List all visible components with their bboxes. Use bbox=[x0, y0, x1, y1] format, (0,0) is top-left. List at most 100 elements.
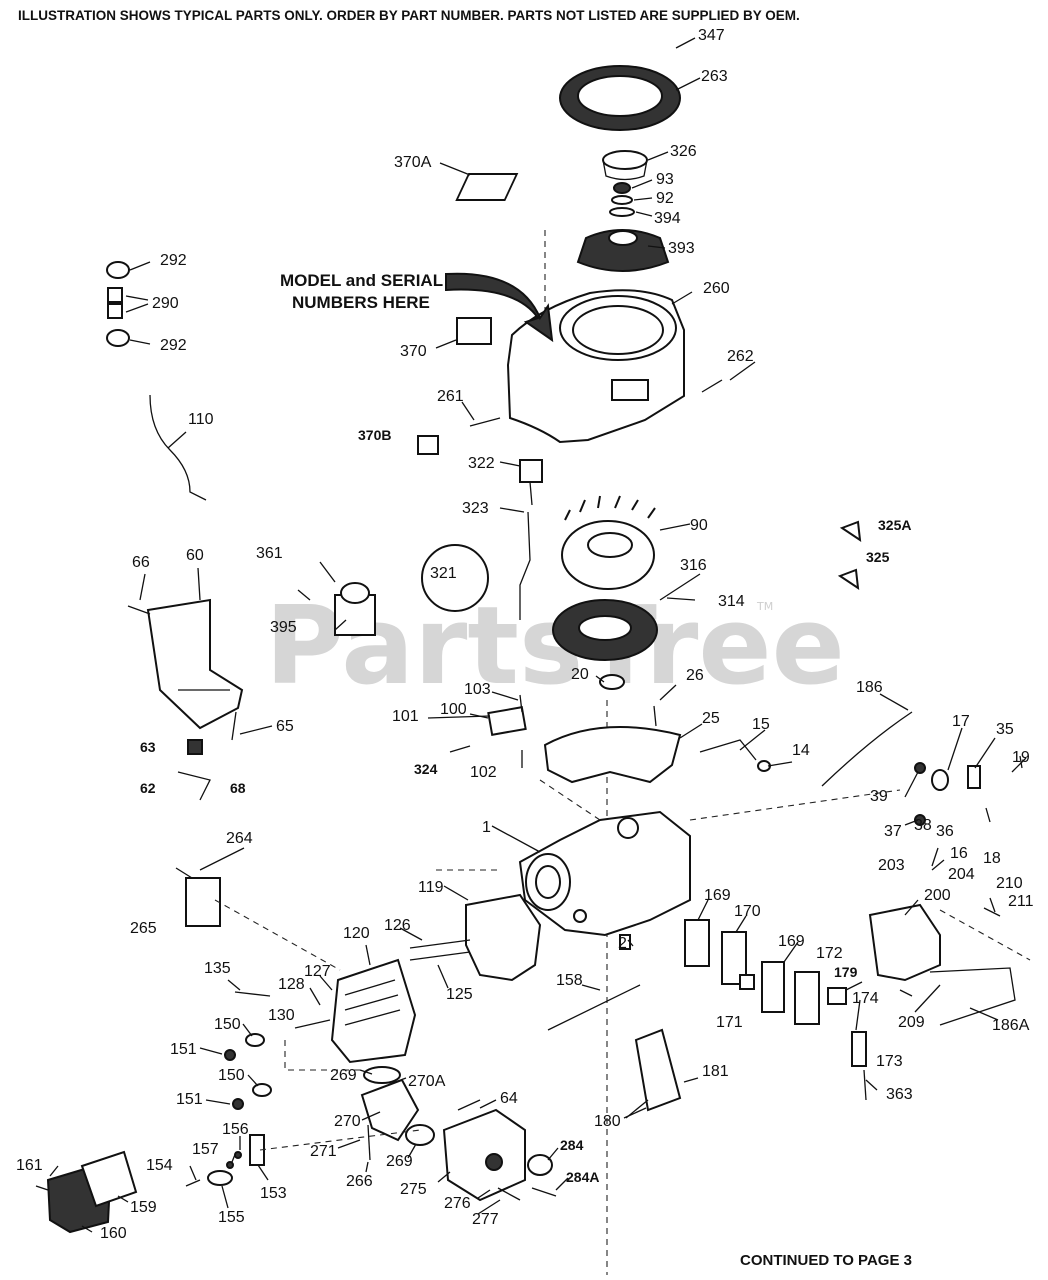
label-155: 155 bbox=[218, 1209, 245, 1226]
label-209: 209 bbox=[898, 1014, 925, 1031]
filter-159 bbox=[80, 1150, 138, 1208]
spring-62 bbox=[177, 771, 211, 801]
label-210: 210 bbox=[996, 875, 1023, 892]
label-275: 275 bbox=[400, 1181, 427, 1198]
wire-110 bbox=[149, 394, 207, 501]
blower-housing-260 bbox=[506, 289, 685, 444]
label-325A: 325A bbox=[878, 517, 911, 533]
label-90: 90 bbox=[690, 517, 708, 534]
label-277: 277 bbox=[472, 1211, 499, 1228]
assembly-line-c bbox=[689, 789, 901, 821]
cap-292-top bbox=[106, 261, 130, 279]
label-130: 130 bbox=[268, 1007, 295, 1024]
assembly-line-d bbox=[939, 909, 1031, 961]
screw-262 bbox=[701, 379, 723, 393]
label-128: 128 bbox=[278, 976, 305, 993]
label-180: 180 bbox=[594, 1113, 621, 1130]
part-180 bbox=[634, 1028, 682, 1112]
label-326: 326 bbox=[670, 143, 697, 160]
label-103: 103 bbox=[464, 681, 491, 698]
label-270: 270 bbox=[334, 1113, 361, 1130]
callout-line-2: NUMBERS HERE bbox=[292, 293, 430, 312]
label-135: 135 bbox=[204, 960, 231, 977]
screw-65 bbox=[231, 711, 237, 741]
label-203: 203 bbox=[878, 857, 905, 874]
connector-322 bbox=[519, 459, 543, 483]
gasket-119 bbox=[465, 893, 542, 982]
baffle-25 bbox=[543, 726, 682, 784]
spark-plug-135 bbox=[234, 991, 271, 997]
part-265 bbox=[185, 877, 221, 927]
label-14: 14 bbox=[792, 742, 810, 759]
label-154: 154 bbox=[146, 1157, 173, 1174]
gasket-269b bbox=[405, 1124, 435, 1146]
label-322: 322 bbox=[468, 455, 495, 472]
label-39: 39 bbox=[870, 788, 888, 805]
leader-lines bbox=[49, 37, 1023, 1233]
label-63: 63 bbox=[140, 739, 156, 755]
label-93: 93 bbox=[656, 171, 674, 188]
assembly-line-g bbox=[539, 779, 601, 821]
label-125: 125 bbox=[446, 986, 473, 1003]
part-150a bbox=[245, 1033, 265, 1047]
label-169-a: 169 bbox=[704, 887, 731, 904]
decal-370A bbox=[455, 173, 519, 201]
part-210 bbox=[983, 907, 1001, 917]
nut-93 bbox=[613, 182, 631, 194]
part-324 bbox=[449, 745, 471, 753]
label-265: 265 bbox=[130, 920, 157, 937]
label-174: 174 bbox=[852, 990, 879, 1007]
part-39 bbox=[914, 762, 926, 774]
assembly-line-e bbox=[259, 1129, 421, 1151]
pushrod-158 bbox=[547, 984, 641, 1031]
sleeve-290-a bbox=[107, 287, 123, 303]
screw-264 bbox=[175, 867, 193, 879]
cup-326 bbox=[602, 150, 648, 181]
label-120: 120 bbox=[343, 925, 370, 942]
stator-316 bbox=[552, 599, 658, 661]
label-102: 102 bbox=[470, 764, 497, 781]
screw-261 bbox=[469, 417, 501, 427]
screw-154 bbox=[185, 1179, 201, 1187]
label-325: 325 bbox=[866, 549, 890, 565]
label-157: 157 bbox=[192, 1141, 219, 1158]
screw-181 bbox=[683, 1077, 699, 1083]
label-179: 179 bbox=[834, 964, 858, 980]
label-316: 316 bbox=[680, 557, 707, 574]
coil-395 bbox=[334, 582, 376, 636]
part-17 bbox=[931, 769, 949, 791]
bracket-60 bbox=[146, 598, 244, 730]
label-119: 119 bbox=[418, 879, 444, 896]
link-186A bbox=[929, 967, 1016, 1026]
part-276-277 bbox=[497, 1187, 521, 1201]
engine-block-1 bbox=[518, 810, 691, 937]
screw-314 bbox=[666, 597, 696, 601]
label-171: 171 bbox=[716, 1014, 743, 1031]
label-394: 394 bbox=[654, 210, 681, 227]
label-26: 26 bbox=[686, 667, 704, 684]
label-35: 35 bbox=[996, 721, 1014, 738]
label-18: 18 bbox=[983, 850, 1001, 867]
screen-393 bbox=[576, 229, 670, 272]
label-314: 314 bbox=[718, 593, 745, 610]
label-269-b: 269 bbox=[386, 1153, 413, 1170]
screw-18 bbox=[985, 807, 991, 823]
label-292-bottom: 292 bbox=[160, 337, 187, 354]
label-68: 68 bbox=[230, 780, 246, 796]
label-284: 284 bbox=[560, 1137, 584, 1153]
gasket-169b bbox=[761, 961, 785, 1013]
label-172: 172 bbox=[816, 945, 843, 962]
footer-continued: CONTINUED TO PAGE 3 bbox=[740, 1252, 912, 1269]
part-63 bbox=[187, 739, 203, 755]
spring-363 bbox=[863, 1069, 867, 1101]
label-361: 361 bbox=[256, 545, 283, 562]
callout-line-1: MODEL and SERIAL bbox=[280, 271, 443, 290]
label-64: 64 bbox=[500, 1090, 518, 1107]
washer-394 bbox=[609, 207, 635, 217]
gasket-269a bbox=[363, 1066, 401, 1084]
label-126: 126 bbox=[384, 917, 411, 934]
screw-66 bbox=[127, 605, 151, 615]
label-159: 159 bbox=[130, 1199, 157, 1216]
detail-circle-321 bbox=[421, 544, 489, 612]
recoil-housing-263 bbox=[559, 65, 681, 131]
